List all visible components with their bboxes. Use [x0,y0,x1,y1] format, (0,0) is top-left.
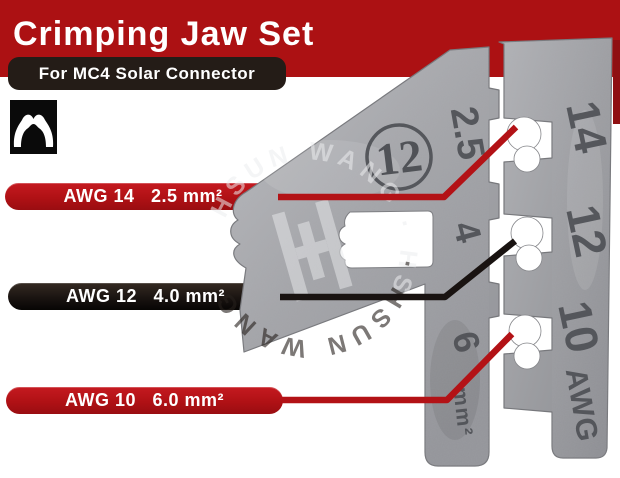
subtitle-banner: For MC4 Solar Connector [8,57,286,90]
callout-awg10-label: AWG 10 6.0 mm² [64,390,225,410]
callout-awg10: AWG 10 6.0 mm² [6,387,283,414]
leader-line-awg10 [282,331,515,404]
watermark-monogram [271,199,353,302]
crimp-opening-2.5mm [506,116,542,173]
crimp-opening-6mm [508,314,542,370]
highlight-blotch-2 [567,110,603,290]
callout-awg14: AWG 14 2.5 mm² [5,183,281,210]
marking-2.5: 2.5 [442,104,493,163]
highlight-blotch [260,140,400,200]
die-shadow-strip [613,40,620,124]
callout-awg12-label: AWG 12 4.0 mm² [65,286,226,306]
leader-line-awg14 [278,124,519,201]
subtitle-text: For MC4 Solar Connector [38,63,256,83]
shade-blotch [430,320,480,440]
page-title: Crimping Jaw Set [13,15,315,53]
crimp-opening-4mm [510,216,544,272]
marking-awg-10: 10 [548,296,610,357]
crimp-profile-icon [10,100,57,154]
die-stamp: 12 [365,123,433,191]
callout-awg14-label: AWG 14 2.5 mm² [63,186,223,206]
callout-awg12: AWG 12 4.0 mm² [8,283,283,310]
marking-awg-12: 12 [556,200,618,261]
leader-line-awg12 [280,238,518,301]
stamp-number: 12 [373,129,425,185]
crimp-openings [506,116,544,370]
stamp-circle [365,123,433,191]
marking-awg-14: 14 [556,96,618,157]
